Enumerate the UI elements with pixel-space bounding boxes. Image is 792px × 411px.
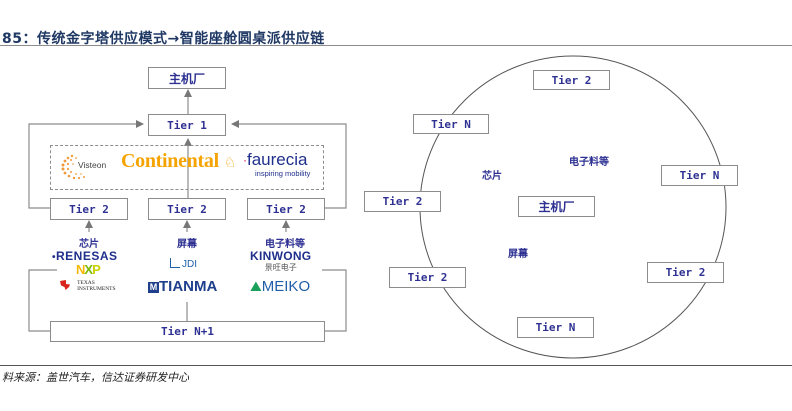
- kinwong-logo: KINWONG 景旺电子: [250, 249, 312, 273]
- rt-node-tier2-top: Tier 2: [533, 70, 610, 90]
- source-note: 料来源：盖世汽车，信达证券研发中心: [2, 371, 189, 384]
- continental-wordmark: Continental: [121, 150, 219, 172]
- continental-horse-icon: ♘: [223, 155, 237, 171]
- tier2-box-electronics: Tier 2: [247, 198, 325, 220]
- category-electronics: 电子料等: [265, 239, 305, 250]
- nxp-logo: NXP: [76, 262, 101, 277]
- meiko-mountain-icon: ⛰: [250, 278, 262, 294]
- visteon-wordmark: Visteon: [78, 160, 107, 170]
- category-chip: 芯片: [79, 239, 99, 250]
- faurecia-wordmark: ·faurecia: [243, 150, 308, 169]
- visteon-logo: Visteon: [58, 150, 120, 182]
- tierN1-box: Tier N+1: [50, 321, 325, 342]
- category-screen: 屏幕: [177, 239, 197, 250]
- footer-divider: [0, 365, 792, 366]
- ti-wordmark-line1: TEXAS: [77, 280, 95, 286]
- rt-label-chip: 芯片: [482, 171, 502, 182]
- right-loop-line: [231, 120, 347, 209]
- figure-title: 85：传统金字塔供应模式→智能座舱圆桌派供应链: [2, 31, 325, 47]
- ti-state-icon: [60, 280, 70, 290]
- renesas-logo: •RENESAS: [52, 249, 118, 263]
- rt-label-screen: 屏幕: [508, 249, 528, 260]
- tier2-box-screen: Tier 2: [148, 198, 226, 220]
- rt-node-tierN-upper-left: Tier N: [413, 114, 489, 134]
- meiko-logo: ⛰MEIKO: [250, 278, 311, 295]
- rt-node-tierN-right: Tier N: [661, 165, 738, 186]
- texas-instruments-logo: TEXAS INSTRUMENTS: [60, 280, 116, 299]
- header-divider: [0, 45, 792, 46]
- tianma-mark-icon: M: [148, 282, 159, 293]
- oem-box: 主机厂: [148, 67, 226, 89]
- continental-logo: Continental ♘: [121, 150, 236, 173]
- jdi-mark-icon: [170, 257, 180, 268]
- tierN1-left-line: [28, 269, 57, 332]
- faurecia-logo: ·faurecia inspiring mobility: [243, 150, 311, 179]
- tier1-suppliers-group: [50, 145, 324, 190]
- rt-node-tier2-lower-left: Tier 2: [389, 267, 466, 288]
- rt-node-tierN-bottom: Tier N: [517, 317, 594, 338]
- rt-center-oem: 主机厂: [518, 196, 595, 217]
- left-loop-line: [28, 120, 144, 209]
- visteon-swirl-icon: [61, 154, 85, 180]
- tierN1-right-line: [322, 269, 347, 332]
- faurecia-tagline: inspiring mobility: [255, 169, 311, 178]
- tier2-box-chip: Tier 2: [50, 198, 128, 220]
- jdi-logo: JDI: [170, 252, 197, 271]
- rt-node-tier2-left: Tier 2: [364, 191, 441, 212]
- ti-wordmark-line2: INSTRUMENTS: [77, 286, 116, 292]
- rt-label-electronics: 电子料等: [569, 157, 609, 168]
- tier1-box: Tier 1: [148, 114, 226, 136]
- rt-node-tier2-lower-right: Tier 2: [647, 262, 724, 283]
